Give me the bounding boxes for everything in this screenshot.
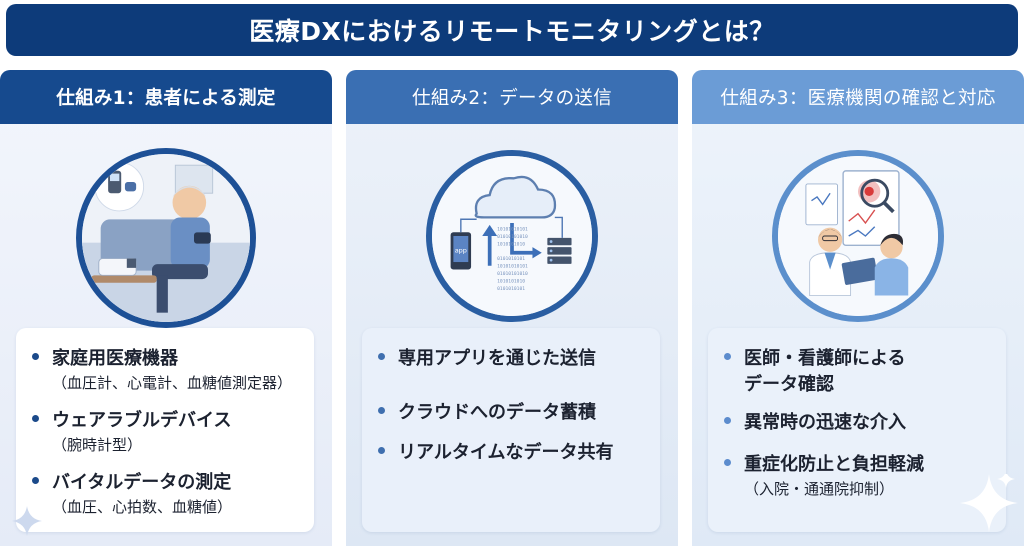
page-title: 医療DXにおけるリモートモニタリングとは？ [249, 17, 775, 46]
panel-header: 仕組み1：患者による測定 [0, 70, 332, 124]
svg-text:01010101010: 01010101010 [497, 271, 528, 277]
response-list-card: 医師・看護師による データ確認 異常時の迅速な介入 重症化防止と負担軽減 （入院… [708, 328, 1006, 532]
patient-illustration [76, 148, 256, 328]
app-label: app [455, 247, 467, 255]
transmission-list-card: 専用アプリを通じた送信 クラウドへのデータ蓄積 リアルタイムなデータ共有 [362, 328, 660, 532]
svg-text:10101010101: 10101010101 [497, 226, 528, 232]
bullet-icon [724, 417, 731, 424]
svg-text:1010101010: 1010101010 [497, 279, 525, 285]
bullet-icon [378, 353, 385, 360]
bullet-icon [724, 353, 731, 360]
doctor-nurse-illustration [772, 150, 944, 322]
bullet-icon [378, 447, 385, 454]
bullet-icon [32, 415, 39, 422]
sparkle-icon [960, 474, 1018, 532]
svg-text:01010101010: 01010101010 [497, 234, 528, 240]
sparkle-icon [12, 506, 42, 536]
panel-patient-measurement: 仕組み1：患者による測定 家庭用医療機器 （血圧計、心電計、血糖値測定器） [0, 70, 332, 546]
bullet-icon [32, 477, 39, 484]
title-banner: 医療DXにおけるリモートモニタリングとは？ [6, 4, 1018, 56]
panel-header: 仕組み3：医療機関の確認と対応 [692, 70, 1024, 124]
bullet-icon [724, 459, 731, 466]
bullet-icon [32, 353, 39, 360]
panel-header: 仕組み2：データの送信 [346, 70, 678, 124]
bullet-icon [378, 407, 385, 414]
panel-data-transmission: 仕組み2：データの送信 app 10101010101 01010101010 … [346, 70, 678, 546]
svg-text:10101010101: 10101010101 [497, 264, 528, 270]
svg-text:0101010101: 0101010101 [497, 256, 525, 262]
measurement-list-card: 家庭用医療機器 （血圧計、心電計、血糖値測定器） ウェアラブルデバイス （腕時計… [16, 328, 314, 532]
svg-text:1010101010: 1010101010 [497, 241, 525, 247]
svg-text:0101010101: 0101010101 [497, 286, 525, 292]
panel-medical-response: 仕組み3：医療機関の確認と対応 医師・看護師による [692, 70, 1024, 546]
cloud-transfer-illustration: app 10101010101 01010101010 1010101010 0… [426, 150, 598, 322]
